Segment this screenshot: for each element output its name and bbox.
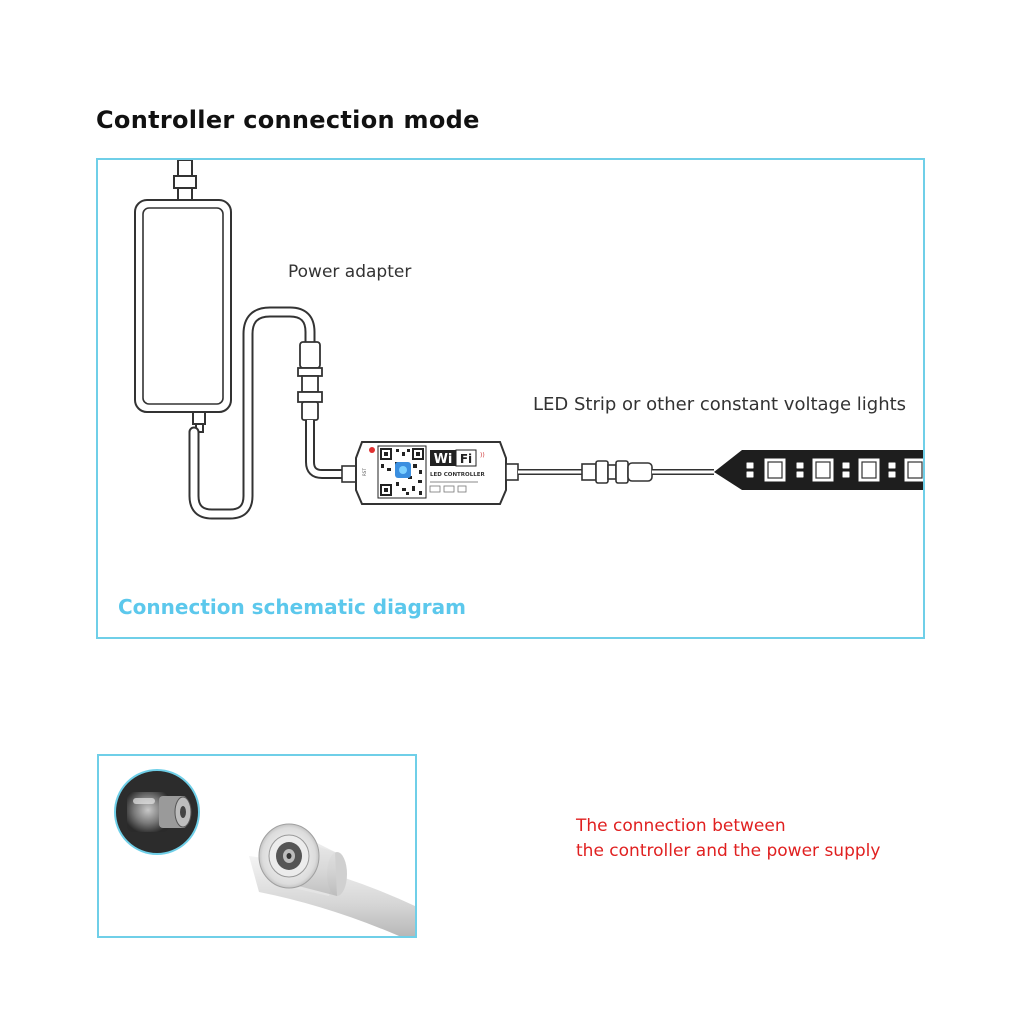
adapter-input-plug [173, 160, 197, 201]
wifi-badge-right: Fi [460, 452, 472, 466]
wifi-controller: Wi Fi )) LED CONTROLLER RST [355, 441, 507, 505]
strip-connector [581, 460, 653, 484]
controller-output-plug [505, 463, 519, 481]
power-adapter [134, 199, 232, 413]
power-adapter-label: Power adapter [288, 262, 412, 282]
male-plug-inset [114, 769, 200, 855]
connector-photo-frame [97, 754, 417, 938]
page-title: Controller connection mode [96, 106, 480, 134]
connection-note-line1: The connection between [576, 816, 786, 836]
wifi-signal-icon: )) [480, 452, 485, 459]
dc-connector [297, 341, 323, 421]
connection-note-line2: the controller and the power supply [576, 841, 881, 861]
wifi-badge-left: Wi [434, 452, 453, 467]
status-led-icon [369, 447, 375, 453]
led-strip [714, 450, 923, 490]
connection-note: The connection between the controller an… [576, 814, 880, 864]
svg-text:RST: RST [362, 468, 367, 476]
connector-photo [114, 769, 415, 936]
qr-code [380, 448, 424, 496]
female-connector [249, 823, 415, 936]
controller-input-plug [341, 465, 357, 483]
wifi-badge: Wi Fi )) [430, 449, 485, 467]
controller-model: LED CONTROLLER [430, 472, 485, 478]
schematic-caption: Connection schematic diagram [118, 595, 466, 619]
led-strip-label: LED Strip or other constant voltage ligh… [533, 394, 907, 415]
schematic-frame [96, 158, 925, 639]
